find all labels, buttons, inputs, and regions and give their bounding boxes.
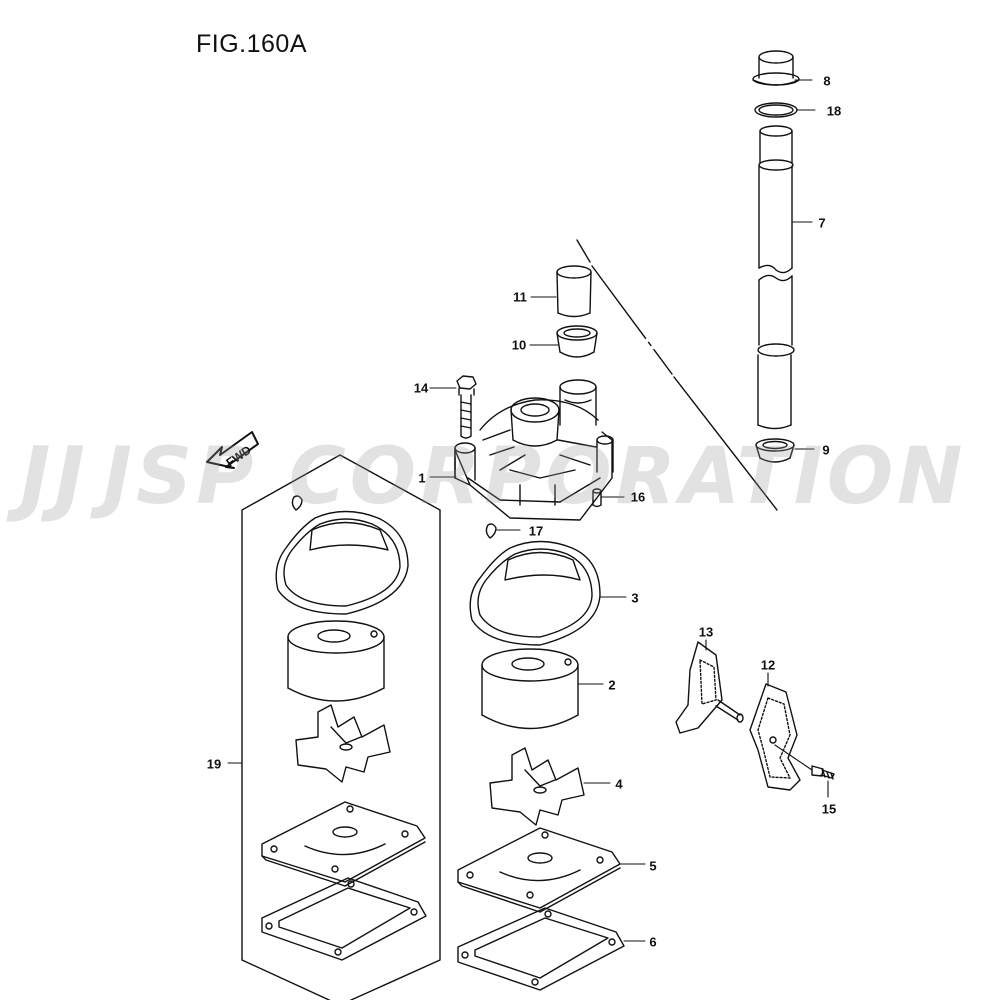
callout-12: 12 [760, 657, 776, 673]
callout-2: 2 [608, 677, 616, 693]
bolt-part-14 [456, 375, 477, 439]
callout-3: 3 [631, 590, 639, 606]
gasket-part-6 [457, 907, 625, 991]
callout-9: 9 [822, 442, 830, 458]
callout-11: 11 [513, 289, 527, 305]
bushing-part-10 [556, 325, 598, 358]
grommet-part-9 [755, 438, 795, 463]
o-ring-part-18 [754, 102, 798, 118]
callout-5: 5 [649, 858, 657, 874]
kit-liner-seal [275, 510, 409, 615]
callout-17: 17 [528, 523, 544, 539]
callout-10: 10 [511, 337, 527, 353]
bracket-part-13 [675, 641, 744, 734]
kit-impeller-housing [287, 620, 385, 702]
fwd-arrow: FWD [206, 431, 259, 470]
plate-part-12 [749, 683, 801, 791]
pin-part-16 [592, 488, 602, 508]
callout-1: 1 [418, 470, 426, 486]
callout-16: 16 [630, 489, 646, 505]
callout-7: 7 [818, 215, 826, 231]
callout-19: 19 [206, 756, 222, 772]
kit-bracket-19 [241, 454, 441, 1000]
bushing-part-8 [752, 50, 800, 86]
dashed-leader [576, 239, 778, 511]
wear-plate-part-5 [457, 827, 621, 913]
liner-seal-part-3 [469, 540, 601, 646]
callout-8: 8 [823, 73, 831, 89]
impeller-housing-part-2 [481, 648, 579, 730]
kit-impeller [295, 704, 391, 783]
sleeve-part-11 [556, 265, 592, 318]
impeller-part-4 [489, 747, 585, 826]
callout-4: 4 [615, 776, 623, 792]
water-tube-part-7 [757, 125, 795, 430]
key-part-17 [485, 523, 497, 539]
kit-key [291, 495, 303, 511]
pump-case-part-1 [454, 379, 614, 521]
kit-gasket [261, 877, 427, 961]
callout-13: 13 [698, 624, 714, 640]
screw-part-15 [811, 765, 835, 780]
leader-lines [227, 79, 829, 942]
callout-6: 6 [649, 934, 657, 950]
callout-14: 14 [413, 380, 429, 396]
callout-15: 15 [821, 801, 837, 817]
callout-18: 18 [826, 103, 842, 119]
kit-wear-plate [261, 801, 426, 887]
figure-title: FIG.160A [196, 30, 307, 58]
